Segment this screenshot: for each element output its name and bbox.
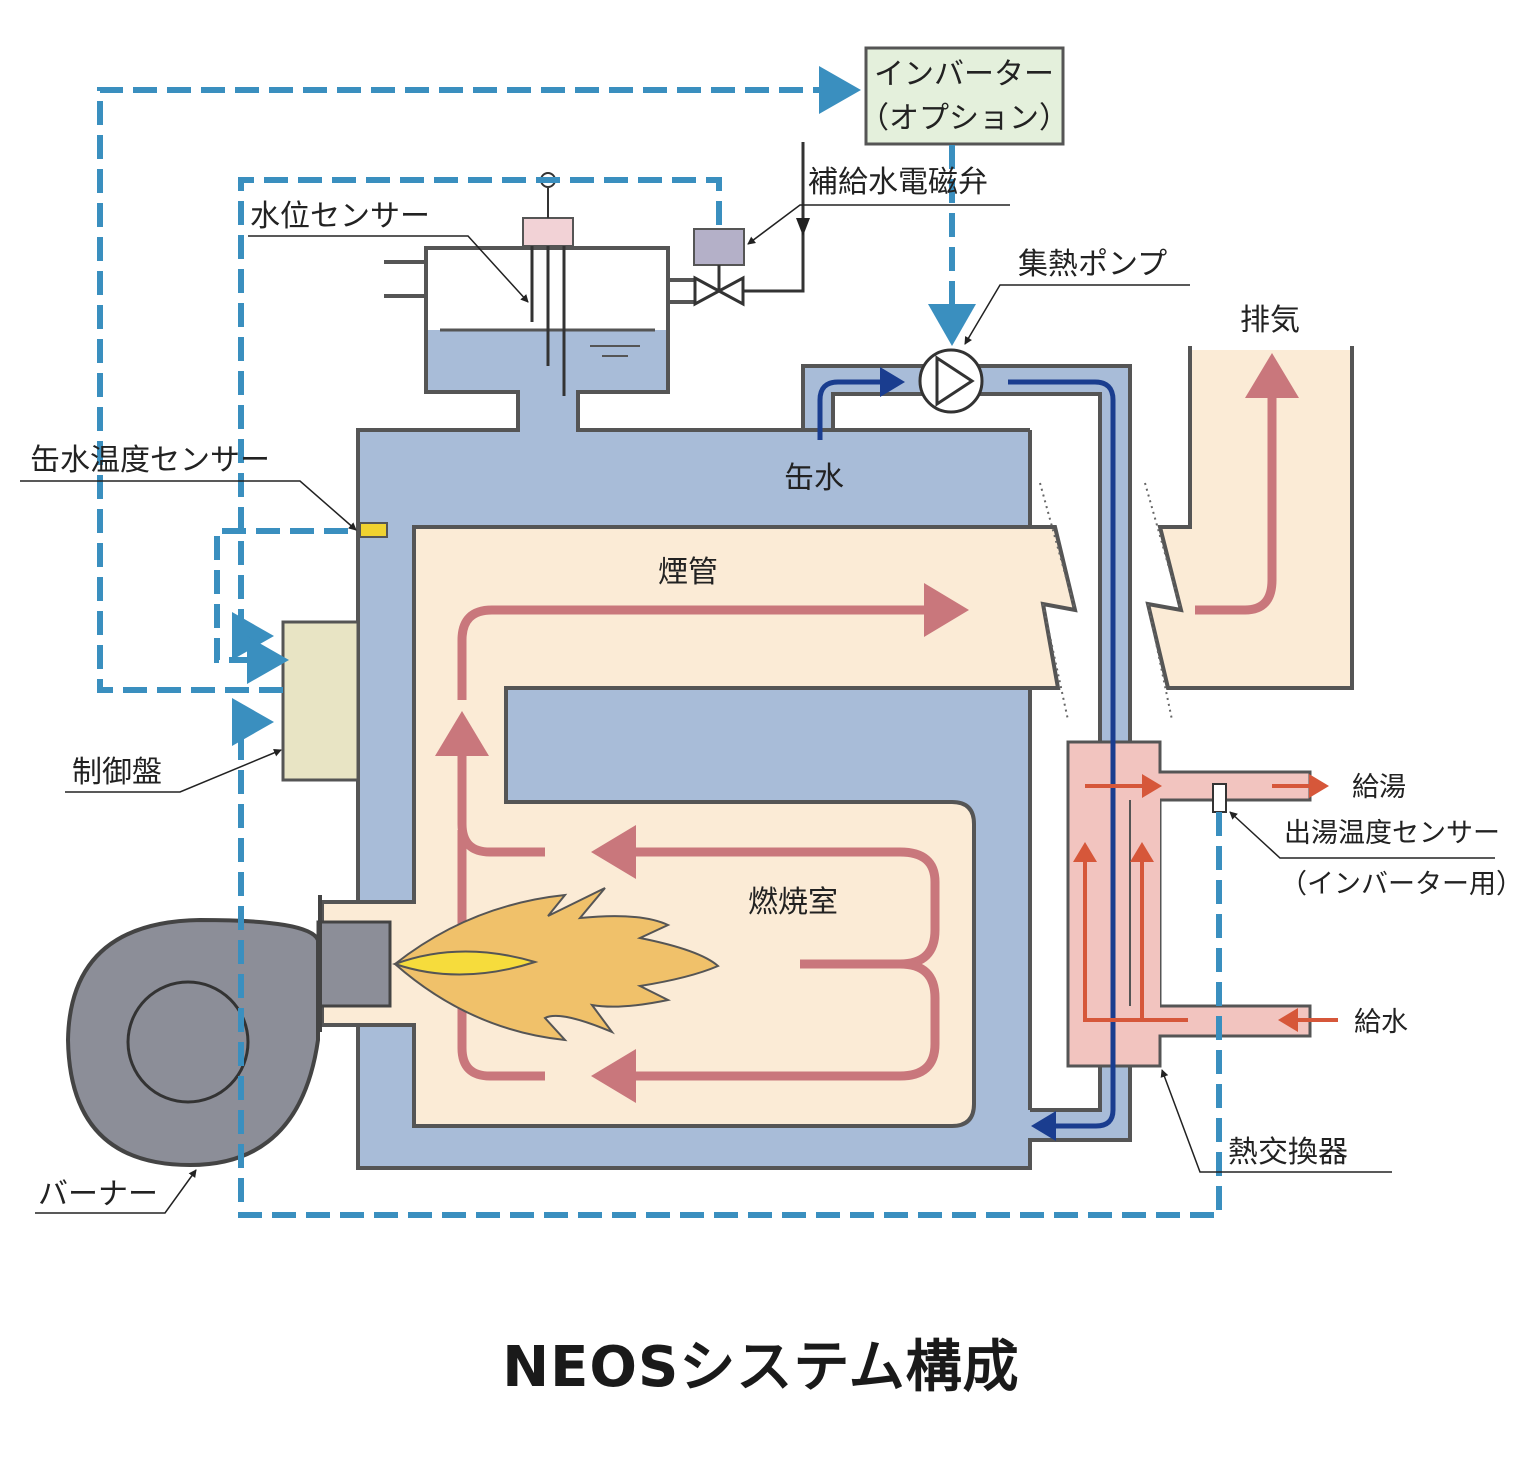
exhaust-stack xyxy=(1039,345,1354,721)
pump-flow-return xyxy=(1008,379,1116,1141)
burner-fan-circle xyxy=(126,980,250,1104)
outlet-temp-sensor-label-line2: （インバーター用） xyxy=(1280,869,1522,900)
inverter-box xyxy=(864,46,1065,146)
burner-label: バーナー xyxy=(38,1177,158,1212)
hot-water-supply-label: 給湯 xyxy=(1352,772,1406,803)
combustion-chamber-label: 燃焼室 xyxy=(748,885,838,920)
exhaust-label: 排気 xyxy=(1240,303,1300,338)
flame xyxy=(391,887,720,1042)
control-panel-label: 制御盤 xyxy=(72,755,162,790)
heat-exchanger xyxy=(1066,740,1312,1068)
water-supply-label: 給水 xyxy=(1354,1007,1408,1038)
flue-gas-flow xyxy=(435,353,1299,1103)
inverter-label-line2: （オプション） xyxy=(859,101,1069,136)
makeup-valve xyxy=(693,142,810,307)
control-panel xyxy=(281,620,360,782)
signal-lines xyxy=(97,66,1222,1218)
collector-pump-label: 集熱ポンプ xyxy=(1018,247,1167,282)
pump-flow-line xyxy=(817,367,905,440)
boiler-temp-sensor xyxy=(359,522,388,538)
boiler-temp-sensor-label: 缶水温度センサー xyxy=(30,443,270,478)
level-sensor-label: 水位センサー xyxy=(250,199,430,234)
boiler-water-label: 缶水 xyxy=(784,461,844,496)
diagram-caption: NEOSシステム構成 xyxy=(502,1335,1020,1400)
heat-exchanger-label: 熱交換器 xyxy=(1228,1135,1348,1170)
outlet-temp-sensor-label-line1: 出湯温度センサー xyxy=(1284,818,1500,849)
leader-lines xyxy=(20,204,1495,1214)
inverter-label-line1: インバーター xyxy=(874,57,1054,92)
makeup-valve-label: 補給水電磁弁 xyxy=(808,165,988,200)
outlet-temp-sensor xyxy=(1212,783,1227,813)
hot-water-flow xyxy=(1073,774,1338,1032)
smoke-tube-label: 煙管 xyxy=(658,555,718,590)
burner xyxy=(65,895,392,1168)
collector-pump xyxy=(918,348,984,414)
smoke-tube xyxy=(320,525,1078,1128)
